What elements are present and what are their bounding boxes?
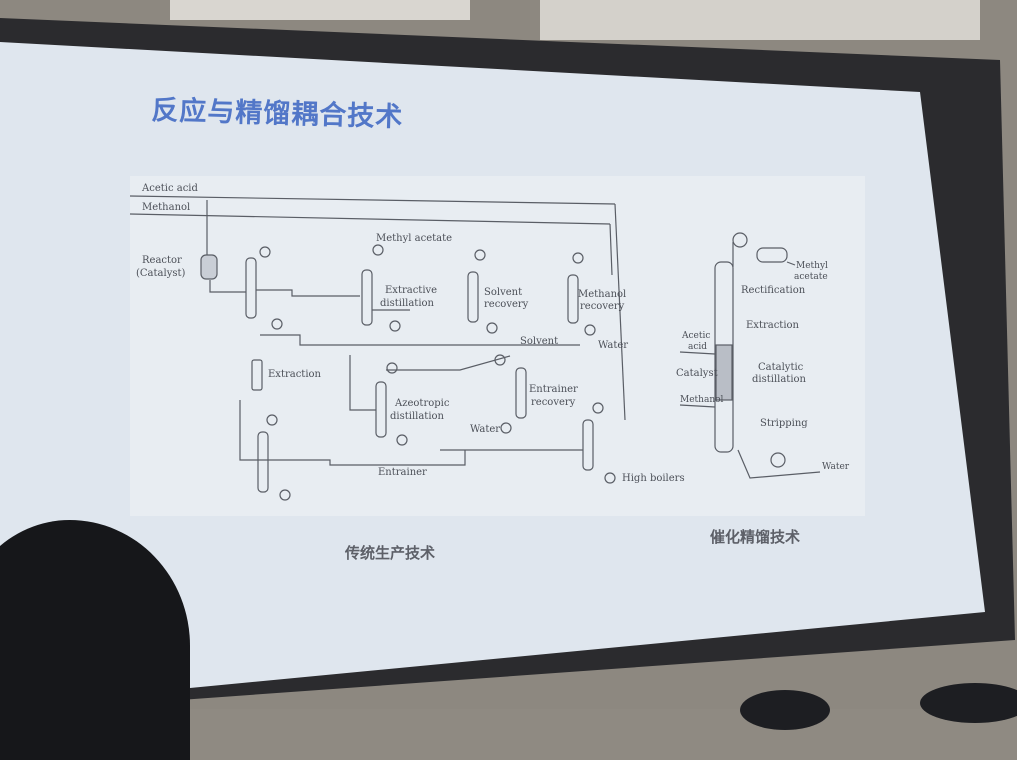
caption-traditional: 传统生产技术 (345, 544, 436, 562)
audience-head-3 (920, 683, 1017, 723)
extraction-label: Extraction (268, 369, 321, 380)
extractive-label-1: Extractive (385, 285, 438, 296)
cd-methanol-label: Methanol (680, 395, 724, 405)
process-diagram (129, 195, 821, 501)
cd-acid-label: acid (688, 342, 708, 352)
water-label-1: Water (598, 340, 629, 351)
azeotropic-label-1: Azeotropic (395, 398, 450, 409)
reactor-label: Reactor (142, 255, 182, 266)
slide-title: 反应与精馏耦合技术 (150, 94, 404, 134)
catalytic-column (714, 261, 734, 453)
section-catalytic: Catalytic (758, 362, 804, 373)
diagram-background (130, 176, 865, 516)
azeotropic-label-2: distillation (390, 411, 444, 422)
cd-acetic-label: Acetic (682, 331, 711, 341)
water-label-2: Water (470, 424, 501, 435)
entrainer-recovery-label-2: recovery (531, 397, 576, 408)
high-boilers-label: High boilers (622, 473, 685, 484)
cd-water-label: Water (822, 462, 850, 472)
solvent-recovery-label-1: Solvent (484, 287, 523, 298)
section-extraction: Extraction (746, 320, 799, 331)
section-stripping: Stripping (760, 418, 808, 429)
projector-scene (0, 0, 1015, 700)
methanol-recovery-label-1: Methanol (578, 289, 627, 300)
methyl-acetate-label: Methyl acetate (376, 233, 453, 244)
caption-catalytic: 催化精馏技术 (710, 528, 801, 546)
solvent-recovery-label-2: recovery (484, 299, 529, 310)
solvent-label: Solvent (520, 336, 559, 347)
section-distillation: distillation (752, 374, 806, 385)
feed-methanol: Methanol (142, 202, 191, 213)
cd-catalyst-label: Catalyst (676, 368, 718, 379)
methanol-recovery-label-2: recovery (580, 301, 625, 312)
feed-acetic-acid: Acetic acid (142, 183, 198, 194)
extractive-label-2: distillation (380, 298, 434, 309)
section-rectification: Rectification (741, 285, 806, 296)
cd-acetate-label: acetate (794, 272, 828, 282)
entrainer-label: Entrainer (378, 467, 427, 478)
reactor-catalyst-label: (Catalyst) (136, 268, 186, 279)
entrainer-recovery-label-1: Entrainer (529, 384, 578, 395)
cd-methyl-label: Methyl (796, 261, 828, 271)
audience-head-2 (740, 690, 830, 730)
